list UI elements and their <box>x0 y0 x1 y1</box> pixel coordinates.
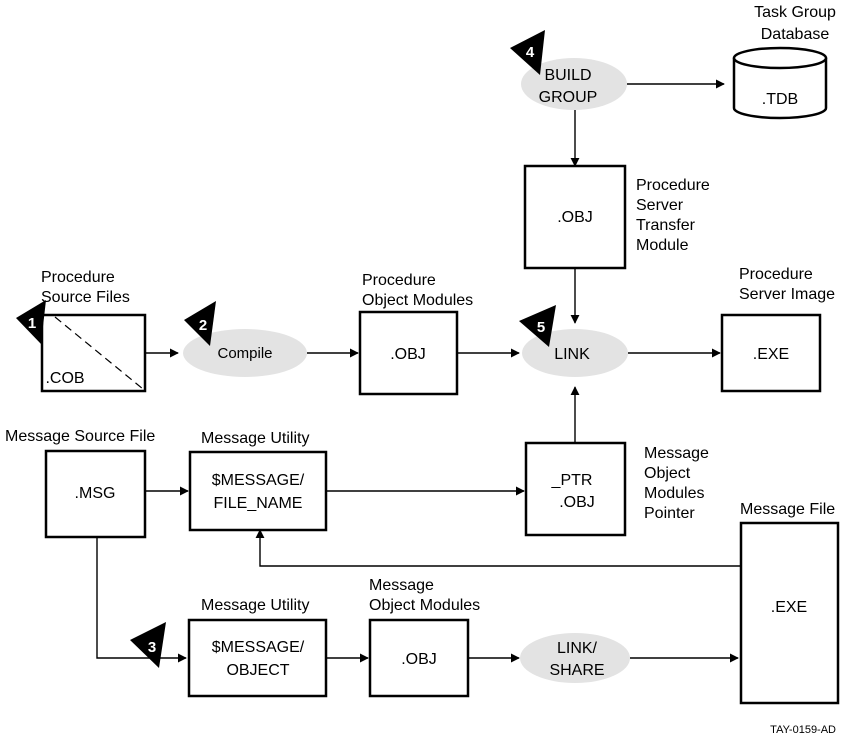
figure-id-label: TAY-0159-AD <box>770 724 836 736</box>
svg-text:5: 5 <box>537 319 545 336</box>
task-group-label-line-2: Database <box>761 26 830 43</box>
step-marker-1: 1 <box>16 300 46 344</box>
transfer-module-label-line-4: Module <box>636 237 689 254</box>
message-exe-label: .EXE <box>771 599 807 616</box>
compile-oval <box>183 329 307 377</box>
ptr-obj-box <box>524 441 627 537</box>
cob-box <box>40 313 147 393</box>
ptr-obj-line-2: .OBJ <box>559 494 595 511</box>
build-group-label-line-2: GROUP <box>539 89 598 106</box>
message-file-label: Message File <box>740 501 835 518</box>
transfer-obj-label: .OBJ <box>557 209 593 226</box>
procedure-object-modules-line-1: Procedure <box>362 272 436 289</box>
step-marker-5: 5 <box>519 305 556 347</box>
procedure-server-image-line-2: Server Image <box>739 286 835 303</box>
proc-obj-label: .OBJ <box>390 346 426 363</box>
procedure-source-files-line-2: Source Files <box>41 289 130 306</box>
message-pointer-label-line-2: Object <box>644 465 691 482</box>
message-object-modules-line-2: Object Modules <box>369 597 480 614</box>
arrow-message-exe-to-message-file-name <box>255 529 741 567</box>
msg-label: .MSG <box>75 485 116 502</box>
procedure-server-image-line-1: Procedure <box>739 266 813 283</box>
build-group-label-line-1: BUILD <box>544 67 591 84</box>
message-file-name-line-1: $MESSAGE/ <box>212 472 305 489</box>
exe-image-box <box>720 313 822 393</box>
compile-label: Compile <box>217 345 272 362</box>
message-utility-label-1: Message Utility <box>201 430 309 447</box>
message-pointer-label-line-1: Message <box>644 445 709 462</box>
ptr-obj-line-1: _PTR <box>551 472 593 489</box>
exe-image-label: .EXE <box>753 346 789 363</box>
message-source-file-label: Message Source File <box>5 428 155 445</box>
svg-text:4: 4 <box>526 44 535 61</box>
svg-text:1: 1 <box>28 315 36 332</box>
message-file-name-box <box>188 450 328 532</box>
link-share-label-line-2: SHARE <box>549 662 604 679</box>
task-group-database-cylinder <box>732 46 828 120</box>
transfer-obj-box <box>523 164 627 270</box>
link-share-label-line-1: LINK/ <box>557 640 598 657</box>
message-exe-box <box>739 521 840 705</box>
tdb-label: .TDB <box>762 91 798 108</box>
msg-obj-label: .OBJ <box>401 651 437 668</box>
link-label: LINK <box>554 346 590 363</box>
message-object-box <box>187 618 328 698</box>
message-utility-label-2: Message Utility <box>201 597 309 614</box>
transfer-module-label-line-1: Procedure <box>636 177 710 194</box>
message-file-name-line-2: FILE_NAME <box>214 495 303 512</box>
step-marker-3: 3 <box>130 622 166 668</box>
procedure-object-modules-line-2: Object Modules <box>362 292 473 309</box>
message-pointer-label-line-4: Pointer <box>644 505 695 522</box>
link-share-oval <box>520 633 630 683</box>
message-object-modules-line-1: Message <box>369 577 434 594</box>
message-pointer-label-line-3: Modules <box>644 485 704 502</box>
cob-label: .COB <box>45 370 84 387</box>
msg-box <box>44 449 147 539</box>
message-object-line-2: OBJECT <box>226 662 289 679</box>
message-object-line-1: $MESSAGE/ <box>212 639 305 656</box>
proc-obj-box <box>358 310 459 396</box>
step-marker-4: 4 <box>510 30 545 75</box>
transfer-module-label-line-2: Server <box>636 197 684 214</box>
svg-text:3: 3 <box>148 639 156 656</box>
transfer-module-label-line-3: Transfer <box>636 217 696 234</box>
step-marker-2: 2 <box>184 301 216 346</box>
msg-obj-box <box>368 618 470 698</box>
svg-text:2: 2 <box>199 317 207 334</box>
task-group-label-line-1: Task Group <box>754 4 836 21</box>
procedure-source-files-line-1: Procedure <box>41 269 115 286</box>
build-group-oval <box>521 58 627 110</box>
